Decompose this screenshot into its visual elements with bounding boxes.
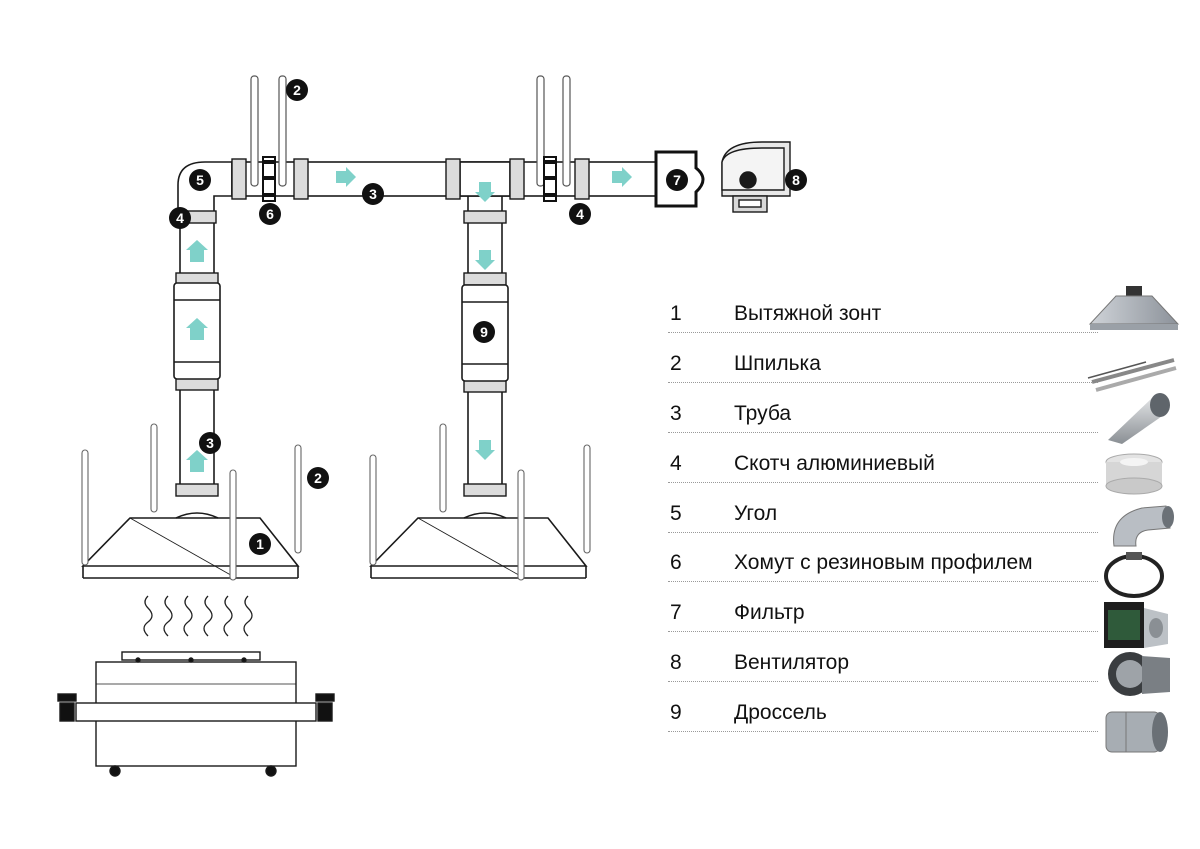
arrow-up-icon [186,450,208,472]
svg-text:3: 3 [206,435,214,451]
clamp-assemblies [250,75,571,202]
pipe-icon [1108,393,1170,444]
callout-badge: 2 [307,467,329,489]
legend-item: 7 Фильтр [668,601,1098,632]
arrow-down-icon [475,250,495,270]
svg-text:2: 2 [314,470,322,486]
legend-number: 2 [670,352,682,375]
svg-text:5: 5 [196,172,204,188]
legend-label: Хомут с резиновым профилем [734,551,1033,574]
callout-badge: 9 [473,321,495,343]
arrow-down-icon [475,182,495,202]
legend-label: Угол [734,502,778,525]
fan-icon [1108,652,1170,696]
tape-bands [175,158,590,497]
callout-badge: 1 [249,533,271,555]
hood-right [369,512,588,579]
steam-lines [143,595,253,637]
callout-badge: 6 [259,203,281,225]
callout-badge: 4 [169,207,191,229]
legend-number: 5 [670,502,682,525]
svg-text:8: 8 [792,172,800,188]
svg-text:4: 4 [576,206,584,222]
arrow-down-icon [475,440,495,460]
legend-item: 5 Угол [668,502,1098,533]
legend-number: 3 [670,402,682,425]
legend-number: 4 [670,452,682,475]
stove [57,651,335,777]
arrow-up-icon [186,240,208,262]
svg-text:6: 6 [266,206,274,222]
legend-item: 1 Вытяжной зонт [668,302,1098,333]
callout-badge: 3 [199,432,221,454]
legend-number: 7 [670,601,682,624]
svg-text:7: 7 [673,172,681,188]
legend-item: 6 Хомут с резиновым профилем [668,551,1098,582]
legend-number: 1 [670,302,682,325]
arrow-right-icon [336,167,356,187]
svg-text:3: 3 [369,186,377,202]
legend-label: Дроссель [734,701,827,724]
svg-text:9: 9 [480,324,488,340]
callout-badge: 3 [362,183,384,205]
inline-sections [173,282,509,382]
svg-text:2: 2 [293,82,301,98]
arrow-up-icon [186,318,208,340]
legend-item: 3 Труба [668,402,1098,433]
legend-item: 9 Дроссель [668,701,1098,732]
legend-number: 6 [670,551,682,574]
airflow-arrows [186,167,632,472]
hood-icon [1088,286,1180,330]
callout-badge: 4 [569,203,591,225]
fan-unit [721,141,791,213]
callout-badge: 8 [785,169,807,191]
elbow-icon [1113,505,1174,547]
filter-icon [1104,602,1168,648]
callout-badge: 7 [666,169,688,191]
legend-item: 8 Вентилятор [668,651,1098,682]
svg-text:4: 4 [176,210,184,226]
legend-label: Фильтр [734,601,805,624]
svg-text:1: 1 [256,536,264,552]
hood-rods [81,423,591,581]
callout-badges: 1 2 2 3 3 4 4 5 [169,79,807,555]
hood-left [81,512,300,579]
legend-number: 9 [670,701,682,724]
legend-number: 8 [670,651,682,674]
clamp-icon [1104,552,1164,598]
arrow-right-icon [612,167,632,187]
damper-icon [1105,711,1168,753]
legend-label: Скотч алюминиевый [734,452,935,475]
legend-label: Вентилятор [734,651,849,674]
legend-item: 4 Скотч алюминиевый [668,452,1098,483]
tape-icon [1105,453,1163,495]
legend-label: Шпилька [734,352,821,375]
callout-badge: 5 [189,169,211,191]
legend-label: Труба [734,402,792,425]
legend-label: Вытяжной зонт [734,302,882,325]
rod-icon [1087,358,1177,392]
callout-badge: 2 [286,79,308,101]
legend-item: 2 Шпилька [668,352,1098,383]
